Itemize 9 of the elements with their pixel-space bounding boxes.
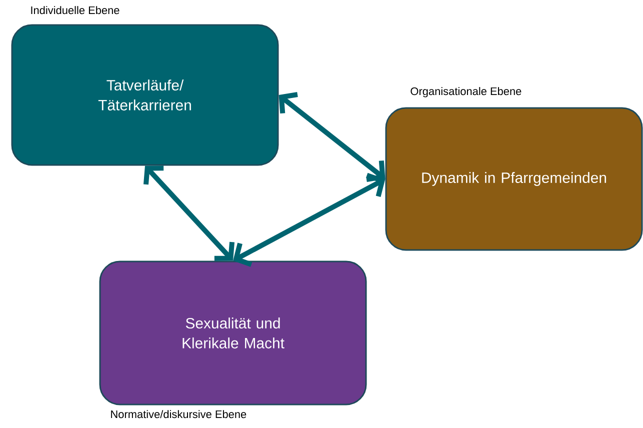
process-box: Tatverläufe/ Täterkarrieren [11, 24, 279, 166]
arrow [278, 92, 386, 182]
process-box: Dynamik in Pfarrgemeinden [385, 107, 643, 251]
level-label: Organisationale Ebene [410, 87, 522, 98]
level-label: Individuelle Ebene [31, 6, 120, 14]
arrow [233, 172, 386, 267]
arrow [143, 166, 235, 261]
process-box: Sexualität und Klerikale Macht [99, 260, 367, 406]
level-label: Normative/diskursive Ebene [111, 410, 246, 418]
